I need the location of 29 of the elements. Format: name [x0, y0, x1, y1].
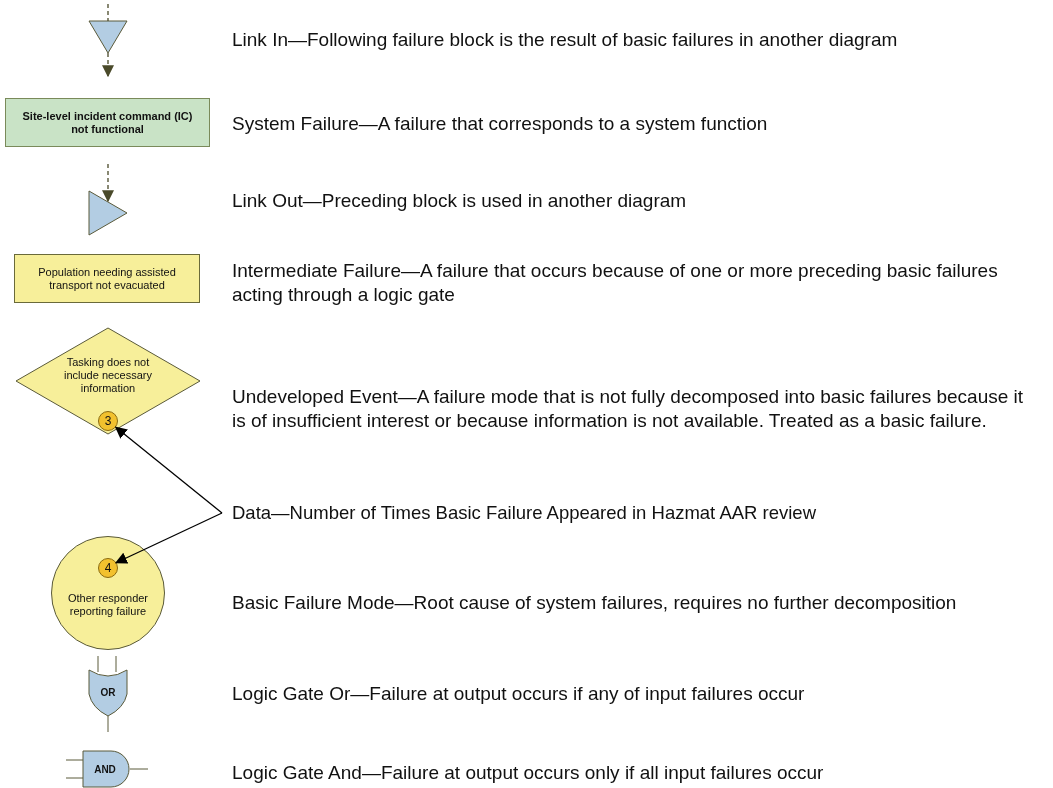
and-gate-symbol: [66, 750, 148, 788]
triangle-symbol: [88, 190, 128, 236]
node-label: Population needing assisted transport not evacuated: [37, 265, 177, 292]
leader-line: [114, 426, 223, 514]
triangle-symbol: [88, 20, 128, 54]
node-label: Tasking does not include necessary information: [62, 355, 154, 395]
description-text: Link In—Following failure block is the result of basic failures in another diagram: [232, 28, 899, 52]
node-label: Site-level incident command (IC) not functional: [21, 109, 194, 136]
count-number: 4: [104, 561, 112, 575]
intermediate-failure-box: [14, 254, 200, 303]
description-text: Basic Failure Mode—Root cause of system failures, requires no further decomposition: [232, 591, 958, 615]
undeveloped-event-diamond: [15, 327, 201, 435]
system-failure-box: [5, 98, 210, 147]
node-label: Other responder reporting failure: [66, 592, 150, 618]
node-label: OR: [100, 685, 116, 699]
leader-line: [114, 512, 223, 564]
description-text: Logic Gate Or—Failure at output occurs if any of input failures occur: [232, 682, 806, 706]
description-text: Undeveloped Event—A failure mode that is not fully decomposed into basic failures because it is of insufficient interest or because information is not available. Treated as a basic failure.: [232, 385, 1025, 433]
count-badge: [98, 558, 118, 578]
description-text: System Failure—A failure that corresponds to a system function: [232, 112, 769, 136]
or-gate-symbol: [86, 656, 130, 732]
link-arrow: [102, 52, 114, 78]
description-text: Intermediate Failure—A failure that occurs because of one or more preceding basic failures acting through a logic gate: [232, 259, 999, 307]
link-arrow: [102, 163, 114, 203]
description-text: Link Out—Preceding block is used in another diagram: [232, 189, 688, 213]
node-label: AND: [94, 762, 116, 776]
count-number: 3: [104, 414, 112, 428]
description-text: Logic Gate And—Failure at output occurs only if all input failures occur: [232, 761, 825, 785]
description-text: Data—Number of Times Basic Failure Appeared in Hazmat AAR review: [232, 501, 816, 525]
